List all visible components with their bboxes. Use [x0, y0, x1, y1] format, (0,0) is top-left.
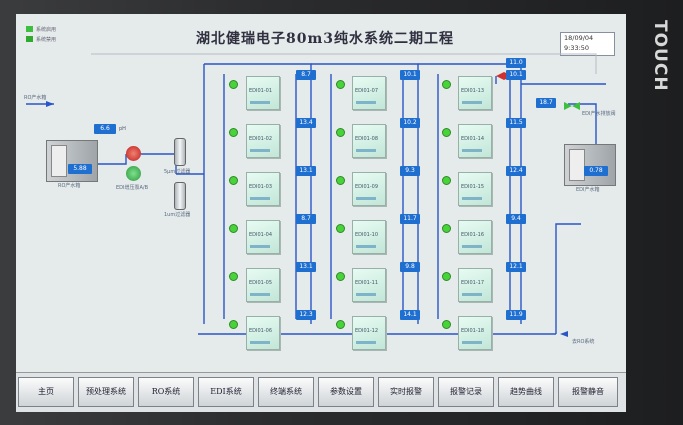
touch-label: TOUCH [650, 20, 670, 92]
status-dot [442, 272, 451, 281]
pump-label: EDI增压泵A/B [116, 185, 149, 191]
edi-cell[interactable]: EDI01-06 [246, 316, 280, 350]
hmi-screen: 系统启用 系统禁用 湖北健瑞电子80m3纯水系统二期工程 18/09/04 9:… [16, 14, 626, 412]
pump-b-icon[interactable] [126, 166, 141, 181]
datetime-box: 18/09/04 9:33:50 [560, 32, 615, 56]
conductivity-value: 12.3 [296, 310, 316, 320]
nav-terminal-button[interactable]: 终端系统 [258, 377, 314, 407]
edi-cell[interactable]: EDI01-16 [458, 220, 492, 254]
conductivity-value: 10.2 [400, 118, 420, 128]
conductivity-value: 11.5 [506, 118, 526, 128]
conductivity-value: 8.7 [296, 214, 316, 224]
filter-1um-icon [174, 182, 186, 210]
edi-cell[interactable]: EDI01-01 [246, 76, 280, 110]
status-dot [229, 128, 238, 137]
legend-swatch [26, 36, 33, 42]
edi-cell[interactable]: EDI01-13 [458, 76, 492, 110]
filter-5um-icon [174, 138, 186, 166]
col3-extra-value: 11.0 [506, 58, 526, 68]
edi-cell[interactable]: EDI01-10 [352, 220, 386, 254]
nav-bar: 主页 预处理系统 RO系统 EDI系统 终端系统 参数设置 实时报警 报警记录 … [16, 372, 626, 412]
inlet-label: RO产水箱 [24, 95, 47, 101]
status-dot [229, 320, 238, 329]
ro-tank-panel [46, 140, 98, 182]
edi-cell[interactable]: EDI01-02 [246, 124, 280, 158]
edi-cell[interactable]: EDI01-09 [352, 172, 386, 206]
legend: 系统启用 系统禁用 [26, 24, 56, 44]
conductivity-value: 9.3 [400, 166, 420, 176]
status-dot [442, 320, 451, 329]
status-dot [229, 224, 238, 233]
nav-trend-button[interactable]: 趋势曲线 [498, 377, 554, 407]
status-dot [229, 176, 238, 185]
edi-tank-label: EDI产水箱 [576, 187, 600, 193]
edi-cell[interactable]: EDI01-04 [246, 220, 280, 254]
status-dot [442, 224, 451, 233]
ro-tank-value: 5.88 [68, 164, 92, 174]
legend-item-disabled: 系统禁用 [26, 34, 56, 44]
nav-alarm-log-button[interactable]: 报警记录 [438, 377, 494, 407]
nav-edi-button[interactable]: EDI系统 [198, 377, 254, 407]
status-dot [336, 224, 345, 233]
edi-cell[interactable]: EDI01-11 [352, 268, 386, 302]
date-text: 18/09/04 [564, 34, 594, 42]
nav-ro-button[interactable]: RO系统 [138, 377, 194, 407]
status-dot [336, 128, 345, 137]
ph-unit: pH [119, 126, 126, 132]
conductivity-value: 14.1 [400, 310, 420, 320]
page-title: 湖北健瑞电子80m3纯水系统二期工程 [196, 31, 455, 47]
edi-cell[interactable]: EDI01-05 [246, 268, 280, 302]
filter2-label: 1um过滤器 [164, 212, 191, 218]
status-dot [442, 176, 451, 185]
status-dot [229, 272, 238, 281]
edi-cell[interactable]: EDI01-14 [458, 124, 492, 158]
edi-cell[interactable]: EDI01-12 [352, 316, 386, 350]
ph-value: 6.6 [94, 124, 116, 134]
conductivity-value: 9.4 [506, 214, 526, 224]
edi-tank-value: 0.78 [584, 166, 608, 176]
edi-cell[interactable]: EDI01-18 [458, 316, 492, 350]
conductivity-value: 9.8 [400, 262, 420, 272]
edi-cell[interactable]: EDI01-03 [246, 172, 280, 206]
conductivity-value: 12.1 [506, 262, 526, 272]
col2-top-value: 10.1 [400, 70, 420, 80]
legend-swatch [26, 26, 33, 32]
conductivity-value: 11.9 [506, 310, 526, 320]
edi-cell[interactable]: EDI01-08 [352, 124, 386, 158]
pipe-diagram [26, 53, 606, 337]
panel-table [569, 149, 585, 181]
col1-top-value: 8.7 [296, 70, 316, 80]
ro-tank-label: RO产水箱 [58, 183, 81, 189]
status-dot [336, 272, 345, 281]
pump-a-icon[interactable] [126, 146, 141, 161]
col3-top-value: 10.1 [506, 70, 526, 80]
status-dot [442, 80, 451, 89]
status-dot [336, 320, 345, 329]
edi-cell[interactable]: EDI01-07 [352, 76, 386, 110]
conductivity-value: 12.4 [506, 166, 526, 176]
panel-table [51, 145, 67, 177]
edi-tank-panel [564, 144, 616, 186]
edi-cell[interactable]: EDI01-15 [458, 172, 492, 206]
nav-mute-button[interactable]: 报警静音 [558, 377, 618, 407]
conductivity-value: 13.1 [296, 262, 316, 272]
status-dot [442, 128, 451, 137]
outlet-value: 18.7 [536, 98, 556, 108]
legend-item-enabled: 系统启用 [26, 24, 56, 34]
valve-label: EDI产水排放阀 [582, 111, 616, 117]
nav-pretreatment-button[interactable]: 预处理系统 [78, 377, 134, 407]
nav-alarms-button[interactable]: 实时报警 [378, 377, 434, 407]
time-text: 9:33:50 [564, 44, 590, 52]
status-dot [336, 176, 345, 185]
filter1-label: 5μm过滤器 [164, 169, 191, 175]
status-dot [229, 80, 238, 89]
return-label: 去RO系统 [572, 339, 595, 345]
edi-cell[interactable]: EDI01-17 [458, 268, 492, 302]
status-dot [336, 80, 345, 89]
nav-parameters-button[interactable]: 参数设置 [318, 377, 374, 407]
conductivity-value: 13.4 [296, 118, 316, 128]
nav-home-button[interactable]: 主页 [18, 377, 74, 407]
conductivity-value: 11.7 [400, 214, 420, 224]
conductivity-value: 13.1 [296, 166, 316, 176]
